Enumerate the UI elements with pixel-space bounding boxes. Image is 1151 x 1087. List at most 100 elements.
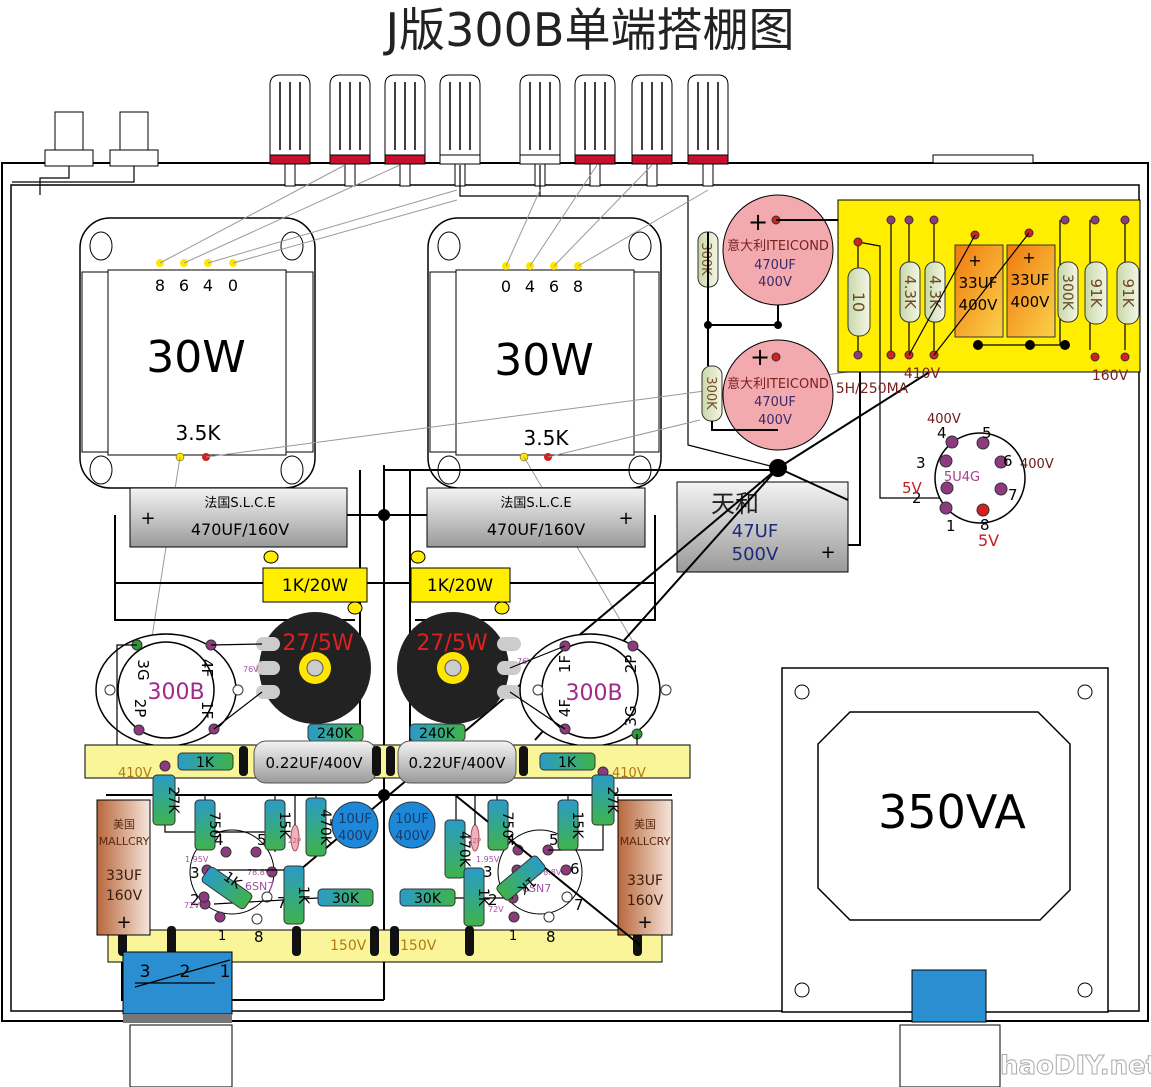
pin-label: 2	[190, 891, 200, 909]
pot-label: 27/5W	[416, 631, 487, 656]
tap-label: 4	[525, 277, 535, 296]
resistor-label: 1K	[196, 755, 215, 771]
driver-6sn7-right: 1 2 3 4 5 6 7 8 6SN7 1.95V 78.8V 72V 22P	[408, 794, 641, 946]
tube-name: 300B	[147, 680, 204, 705]
resistor-label: 300K	[698, 242, 713, 276]
resistor: 750	[194, 799, 222, 851]
cap-name: MALLCRY	[99, 835, 150, 848]
mallory-cap-left: 美国 MALLCRY 33UF 160V +	[96, 799, 151, 936]
resistor-label: 240K	[419, 726, 456, 742]
resistor-label: 4.3K	[926, 275, 944, 310]
speaker-post	[519, 74, 561, 187]
voltage-label: 5V	[978, 531, 999, 550]
cap-value: 470UF	[754, 395, 796, 410]
pin-label: 7	[574, 896, 584, 914]
resistor-label: 30K	[414, 891, 442, 907]
cap-plus: +	[140, 508, 155, 529]
resistor: 1K	[201, 866, 253, 910]
pin-label: 2	[912, 489, 922, 507]
filter-cap-lower: + 意大利ITEICOND 470UF 400V 300K	[701, 339, 834, 451]
tap-label: 4	[203, 276, 213, 295]
pin-label: 3G	[622, 705, 640, 726]
resistor-label: 30K	[332, 891, 360, 907]
cap-plus: +	[820, 542, 835, 563]
speaker-post	[384, 74, 426, 187]
pin-label: 2	[488, 891, 498, 909]
voltage-label: 410V	[118, 766, 152, 781]
power-resistor-right: 1K/20W	[410, 550, 511, 615]
top-vent-tab	[932, 154, 1034, 164]
cap-plus: +	[1022, 248, 1035, 267]
cap-value: 470UF/160V	[191, 520, 289, 539]
upper-terminal-strip: 240K 240K 1K 1K 0.22UF/400V 0.22UF/400V …	[84, 723, 691, 784]
volume-knob[interactable]	[129, 1024, 233, 1087]
voltage-label: 410V	[612, 766, 646, 781]
voltage-label: 72V	[488, 905, 504, 914]
transformer-rating: 350VA	[878, 785, 1026, 839]
voltage-label: 72V	[184, 901, 200, 910]
lower-terminal-strip: 150V 150V	[107, 926, 663, 963]
resistor: 470K	[444, 819, 472, 879]
resistor-label: 91K	[1087, 279, 1105, 309]
potentiometer-right: 27/5W 76V	[397, 612, 533, 724]
pin-label: 3G	[134, 659, 152, 680]
cap-label: 22P	[288, 837, 301, 845]
chassis-inner-line	[10, 184, 1140, 1012]
cap-voltage: 400V	[959, 296, 999, 314]
resistor-label: 240K	[317, 726, 354, 742]
pin-label: 8	[980, 516, 990, 534]
cap-plus: +	[748, 208, 768, 236]
pin-label: 8	[254, 928, 264, 946]
cap-value: 470UF/160V	[487, 520, 585, 539]
potentiometer-left: 27/5W 76V	[243, 612, 371, 724]
tap-label: 6	[179, 276, 189, 295]
cap-voltage: 400V	[395, 829, 429, 844]
voltage-label: 150V	[330, 938, 367, 954]
cap-voltage: 400V	[1011, 293, 1051, 311]
cathode-cap-right: 法国S.L.C.E 470UF/160V +	[426, 487, 646, 548]
cap-value: 33UF	[959, 274, 998, 292]
pin-label: 1	[946, 517, 956, 535]
resistor: 1K	[283, 865, 311, 925]
cap-plus: +	[116, 912, 131, 933]
pin-label: 7	[277, 894, 287, 912]
voltage-label: 410V	[904, 366, 941, 382]
speaker-post	[329, 74, 371, 187]
tube-name: 5U4G	[944, 470, 980, 485]
cathode-cap-left: 法国S.L.C.E 470UF/160V +	[129, 487, 348, 548]
cap-plus: +	[968, 251, 981, 270]
pin-label: 6	[570, 860, 580, 878]
voltage-label: 1.95V	[476, 855, 500, 864]
impedance-label: 3.5K	[524, 426, 570, 450]
resistor: 750	[487, 799, 515, 851]
voltage-label: 400V	[1020, 457, 1054, 472]
coupling-cap-label: 0.22UF/400V	[409, 754, 507, 772]
cap-name: MALLCRY	[620, 835, 671, 848]
power-inlet	[911, 969, 987, 1023]
mallory-cap-right: 美国 MALLCRY 33UF 160V +	[617, 799, 673, 936]
pin-label: 6	[1003, 452, 1013, 470]
cap-value: 10UF	[338, 812, 372, 827]
cap-value: 33UF	[1011, 271, 1050, 289]
cap-brand: 意大利ITEICOND	[727, 238, 829, 254]
power-switch[interactable]	[899, 1024, 1001, 1087]
coupling-cap-blue-left: 10UF 400V	[331, 801, 379, 849]
resistor: 27K	[591, 774, 620, 826]
tianhe-cap: 天和 47UF 500V +	[676, 481, 849, 573]
pin-label: 5	[549, 831, 559, 849]
pin-label: 1F	[556, 655, 574, 673]
cap-plus: +	[618, 508, 633, 529]
resistor: 30K	[399, 888, 456, 907]
rectifier-socket-5u4g: 5U4G 1 2 3 4 5 6 7 8 400V 400V 5V 5V	[902, 412, 1054, 550]
input-selector-switch[interactable]: 3 2 1	[122, 951, 233, 1023]
resistor-label: 15K	[276, 812, 292, 840]
resistor-label: 1K	[295, 886, 311, 905]
voltage-label: 160V	[1092, 368, 1129, 384]
coupling-cap-blue-right: 10UF 400V	[388, 801, 436, 849]
cap-plus: +	[750, 343, 770, 371]
speaker-post	[687, 74, 729, 187]
voltage-label: 1.95V	[185, 855, 209, 864]
pin-label: 7	[1008, 486, 1018, 504]
resistor-label: 4.3K	[901, 275, 919, 310]
transformer-power: 30W	[146, 332, 246, 383]
